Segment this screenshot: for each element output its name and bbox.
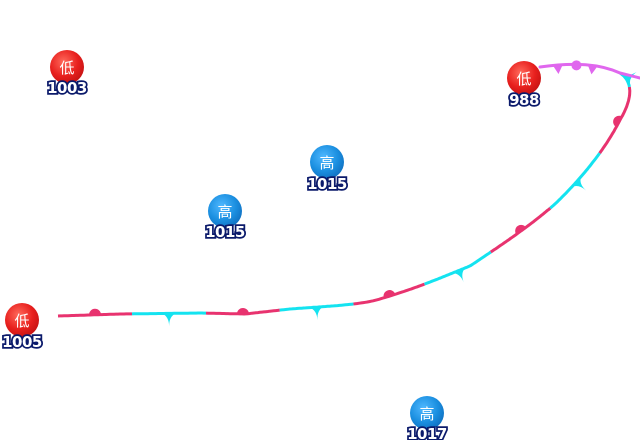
low-pressure-center: 低 1003: [45, 50, 89, 99]
cold-front-barb: [571, 176, 587, 191]
cold-front-barb: [452, 267, 466, 283]
warm-front-bump: [236, 307, 249, 314]
center-type-label: 高: [419, 405, 434, 423]
pressure-value: 1003: [47, 79, 87, 97]
occluded-front-line: [538, 62, 640, 80]
center-type-label: 低: [59, 59, 74, 77]
low-pressure-icon: [5, 303, 39, 337]
warm-front-segment: [353, 282, 426, 306]
high-pressure-icon: [410, 396, 444, 430]
occluded-front-barb: [552, 64, 563, 74]
warm-front-bump: [613, 115, 622, 128]
high-pressure-icon: [208, 194, 242, 228]
center-type-label: 高: [217, 203, 232, 221]
pressure-value: 1005: [2, 333, 42, 351]
high-pressure-center: 高 1015: [305, 145, 349, 195]
pressure-value: 1017: [407, 425, 447, 440]
low-pressure-center: 低 988: [507, 61, 541, 111]
center-type-label: 低: [14, 312, 29, 330]
center-type-label: 高: [319, 154, 334, 172]
pressure-value: 1015: [205, 223, 245, 241]
high-pressure-icon: [310, 145, 344, 179]
warm-front-bump: [383, 290, 396, 298]
pressure-value: 1015: [307, 175, 347, 193]
occluded-front-bump: [571, 60, 582, 71]
low-pressure-icon: [50, 50, 84, 84]
high-pressure-center: 高 1017: [405, 396, 449, 440]
warm-front-bump: [88, 308, 101, 316]
warm-front-segment: [598, 86, 632, 154]
warm-front-bump: [515, 224, 527, 235]
cold-front-segment: [423, 250, 492, 286]
low-pressure-icon: [507, 61, 541, 95]
pressure-value: 988: [509, 91, 539, 109]
high-pressure-center: 高 1015: [203, 194, 247, 243]
cold-front-segment: [549, 152, 601, 210]
fronts-layer: [57, 60, 640, 327]
center-type-label: 低: [516, 70, 531, 88]
cold-front-barb: [161, 313, 176, 327]
stationary-front: [57, 71, 637, 327]
occluded-front-barb: [587, 64, 598, 75]
cold-front-barb: [309, 306, 324, 321]
low-pressure-center: 低 1005: [0, 303, 44, 353]
